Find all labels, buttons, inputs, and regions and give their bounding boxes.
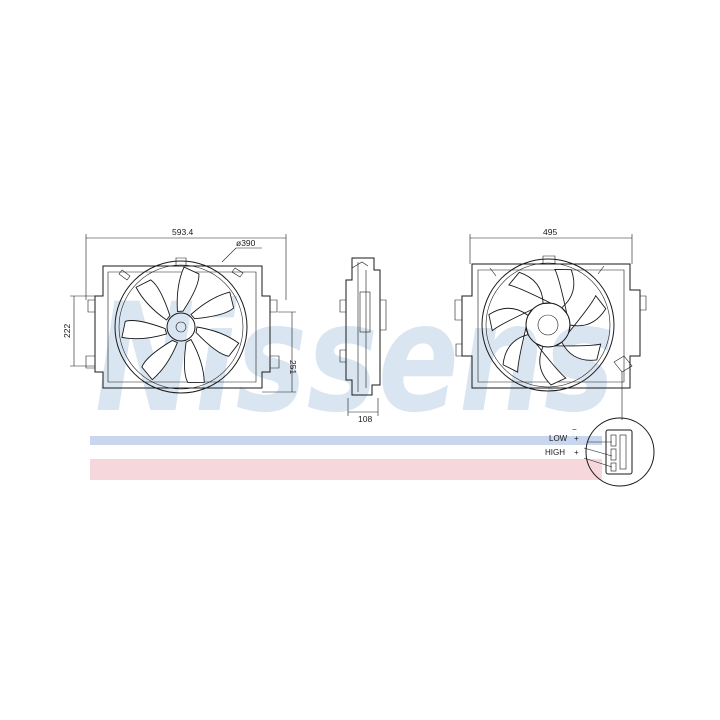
side-bracket xyxy=(380,299,387,331)
rear-left-brackets xyxy=(454,299,462,357)
clip xyxy=(231,267,244,278)
brand-stripe-blue xyxy=(90,436,602,445)
fan-blade xyxy=(176,266,200,312)
rear-motor-center xyxy=(537,314,559,336)
fan-blade xyxy=(553,341,602,361)
right-bracket-lower xyxy=(270,355,280,369)
high-sign: + xyxy=(574,448,579,457)
connector-detail-circle xyxy=(585,417,655,487)
fan-blade xyxy=(195,326,240,357)
ground-sign: − xyxy=(572,425,577,434)
fan-blade xyxy=(502,325,529,373)
fan-blade xyxy=(183,338,205,384)
high-wire xyxy=(583,457,613,468)
left-height-label: 222 xyxy=(62,324,72,338)
fan-blade xyxy=(135,279,171,321)
top-mount-tab xyxy=(175,257,187,266)
low-label: LOW xyxy=(549,434,568,443)
rear-clips xyxy=(489,265,605,277)
fan-blade xyxy=(554,268,575,316)
rear-view: 495 xyxy=(454,227,647,420)
front-fan-ring xyxy=(114,260,248,394)
fan-blade xyxy=(190,291,235,320)
rear-fan-blades xyxy=(488,268,607,386)
front-width-label: 593.4 xyxy=(172,227,194,237)
front-fan-hub-center xyxy=(175,321,187,333)
connector-detail: − LOW + HIGH + xyxy=(545,417,655,487)
fan-blade xyxy=(488,307,535,332)
left-bracket-lower xyxy=(85,355,95,369)
front-view: 593.4 ø390 222 251 xyxy=(62,227,298,394)
side-profile-outline xyxy=(345,257,381,396)
side-depth-label: 108 xyxy=(358,414,372,424)
brand-watermark: Nissens xyxy=(95,272,615,446)
rear-shroud-inner xyxy=(477,269,625,383)
front-fan-ring-inner xyxy=(118,264,244,390)
connector-pin xyxy=(610,448,617,461)
rear-connector-housing xyxy=(613,355,633,373)
rear-motor xyxy=(525,302,571,348)
connector-pin xyxy=(610,462,617,472)
fan-blade xyxy=(121,320,168,340)
rear-fan-ring-inner xyxy=(485,262,611,388)
front-shroud-inner xyxy=(107,271,257,383)
right-bracket xyxy=(270,299,278,313)
front-fan-hub xyxy=(166,312,196,342)
right-height-label: 251 xyxy=(288,360,298,374)
fan-blade xyxy=(534,342,567,386)
fan-blade xyxy=(567,294,607,335)
low-wire xyxy=(583,447,613,457)
rear-shroud-outline xyxy=(461,263,641,389)
high-label: HIGH xyxy=(545,448,565,457)
diameter-leader xyxy=(221,247,237,263)
fan-blade xyxy=(508,271,553,305)
connector-pin xyxy=(610,434,617,447)
rear-fan-ring xyxy=(481,258,615,392)
connector-latch xyxy=(619,434,627,470)
fan-diameter-label: ø390 xyxy=(236,238,256,248)
rear-top-tab xyxy=(542,255,556,264)
rear-width-label: 495 xyxy=(543,227,557,237)
side-motor xyxy=(359,291,371,333)
low-sign: + xyxy=(574,434,579,443)
front-fan-blades xyxy=(121,266,240,384)
left-bracket xyxy=(87,299,95,313)
side-view: 108 xyxy=(339,257,387,424)
brand-stripe-red xyxy=(90,459,602,480)
fan-blade xyxy=(141,339,179,381)
rear-right-bracket xyxy=(640,295,647,311)
side-details xyxy=(339,261,369,363)
clip xyxy=(118,269,131,281)
connector-plug xyxy=(605,429,633,475)
